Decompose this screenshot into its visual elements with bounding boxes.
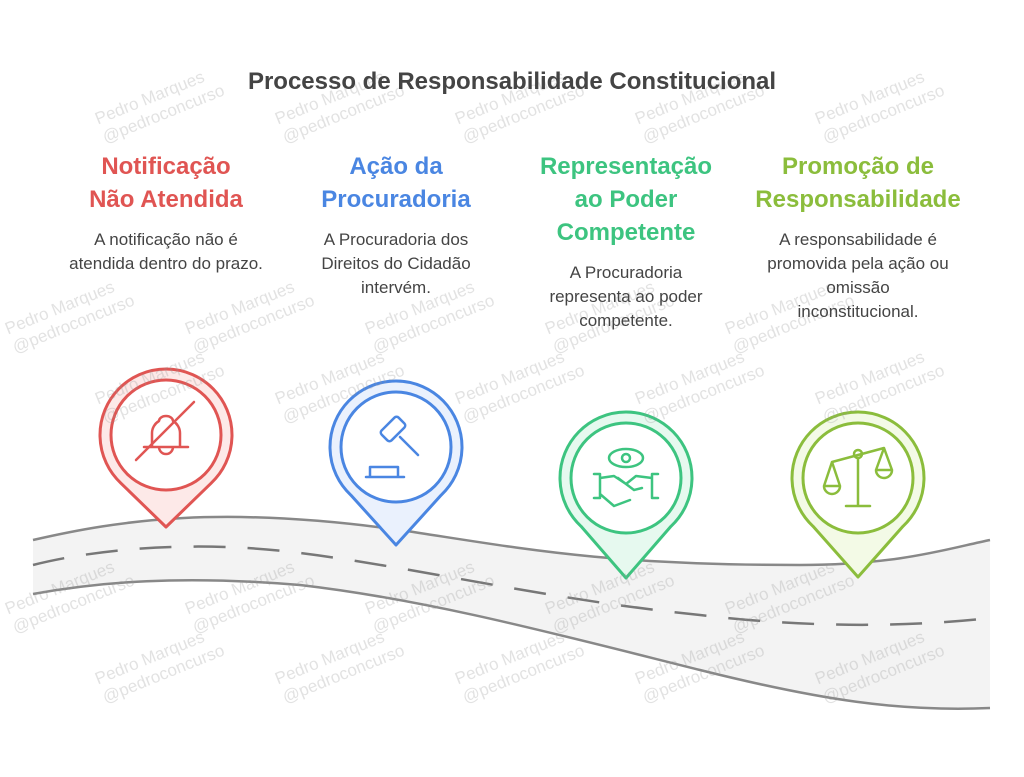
- bell-off-icon: [134, 400, 196, 462]
- step-description: A Procuradoria dos Direitos do Cidadão i…: [321, 230, 471, 297]
- map-pin-3: [558, 410, 694, 580]
- page-title: Processo de Responsabilidade Constitucio…: [247, 68, 777, 95]
- eye-handshake-icon: [592, 447, 660, 508]
- pin-inner-circle: [569, 421, 683, 535]
- step-description: A Procuradoria representa ao poder compe…: [549, 263, 703, 330]
- map-pin-2: [328, 379, 464, 547]
- step-description: A notificação não é atendida dentro do p…: [69, 230, 263, 273]
- step-description: A responsabilidade é promovida pela ação…: [767, 230, 949, 321]
- scales-icon: [822, 446, 894, 508]
- road-center-line: [32, 545, 991, 627]
- pin-inner-circle: [109, 378, 223, 492]
- gavel-icon: [364, 415, 420, 479]
- map-pin-4: [790, 410, 926, 579]
- pin-inner-circle: [339, 390, 453, 504]
- road-bottom-edge: [32, 578, 991, 710]
- map-pin-1: [98, 367, 234, 529]
